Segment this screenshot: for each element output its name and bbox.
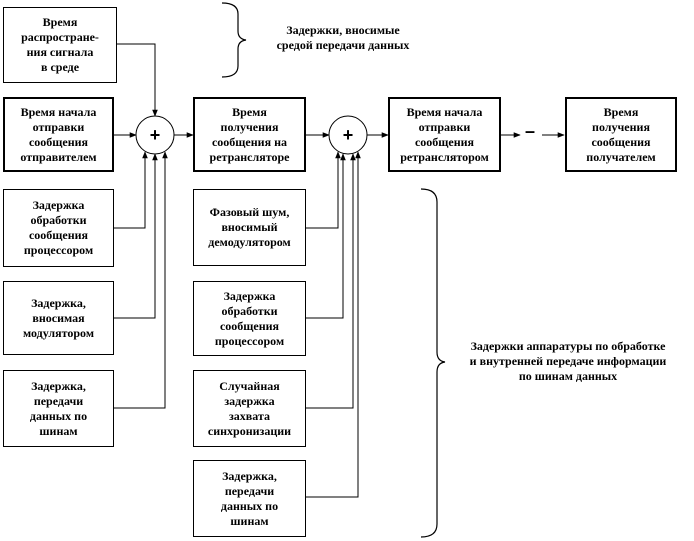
receiver-receive-time-label: Время получения сообщения получателем <box>586 104 656 164</box>
relay-receive-time-label: Время получения сообщения на ретранслято… <box>209 104 290 164</box>
propagation-time-box: Время распростране- ния сигнала в среде <box>3 7 117 83</box>
mod-to-sum1 <box>114 153 158 319</box>
processing-delay-box-2: Задержка обработки сообщения процессором <box>193 281 306 356</box>
bus1-to-sum1 <box>114 151 168 409</box>
sum-symbol-1: + <box>149 124 161 145</box>
proc2-to-sum2 <box>306 153 346 319</box>
sum-symbol-2: + <box>342 124 354 145</box>
phase-noise-box: Фазовый шум, вносимый демодулятором <box>193 189 306 266</box>
hardware-brace <box>420 188 446 538</box>
relay-send-start-label: Время начала отправки сообщения ретрансл… <box>400 104 489 164</box>
propagation-to-sum1 <box>117 43 158 117</box>
bus-delay-box-1: Задержка, передачи данных по шинам <box>3 370 114 447</box>
processing-delay-box-1: Задержка обработки сообщения процессором <box>3 189 114 267</box>
phase-to-sum2 <box>306 151 341 229</box>
processing-delay-label-1: Задержка обработки сообщения процессором <box>23 198 94 257</box>
sender-send-start-label: Время начала отправки сообщения отправит… <box>20 104 97 164</box>
hardware-delays-note: Задержки аппаратуры по обработке и внутр… <box>469 339 667 383</box>
proc1-to-sum1 <box>114 151 148 229</box>
sender-send-start-box: Время начала отправки сообщения отправит… <box>3 97 114 172</box>
propagation-time-label: Время распростране- ния сигнала в среде <box>21 15 99 74</box>
bus-delay-label-1: Задержка, передачи данных по шинам <box>29 378 88 438</box>
phase-noise-label: Фазовый шум, вносимый демодулятором <box>208 205 291 249</box>
bus-delay-label-2: Задержка, передачи данных по шинам <box>220 468 279 528</box>
omission-dash: – <box>525 121 536 141</box>
medium-brace <box>221 2 247 78</box>
bus2-to-sum2 <box>306 151 361 498</box>
processing-delay-label-2: Задержка обработки сообщения процессором <box>214 288 285 348</box>
relay-send-start-box: Время начала отправки сообщения ретрансл… <box>388 97 501 172</box>
modulator-delay-box: Задержка, вносимая модулятором <box>3 281 114 355</box>
receiver-receive-time-box: Время получения сообщения получателем <box>565 97 677 172</box>
sync-delay-label: Случайная задержка захвата синхронизации <box>207 378 292 438</box>
sync-delay-box: Случайная задержка захвата синхронизации <box>193 370 306 447</box>
sync-to-sum2 <box>306 153 356 409</box>
relay-receive-time-box: Время получения сообщения на ретранслято… <box>193 97 306 172</box>
medium-delays-note: Задержки, вносимые средой передачи данны… <box>276 23 410 52</box>
modulator-delay-label: Задержка, вносимая модулятором <box>22 295 95 340</box>
bus-delay-box-2: Задержка, передачи данных по шинам <box>193 460 306 537</box>
